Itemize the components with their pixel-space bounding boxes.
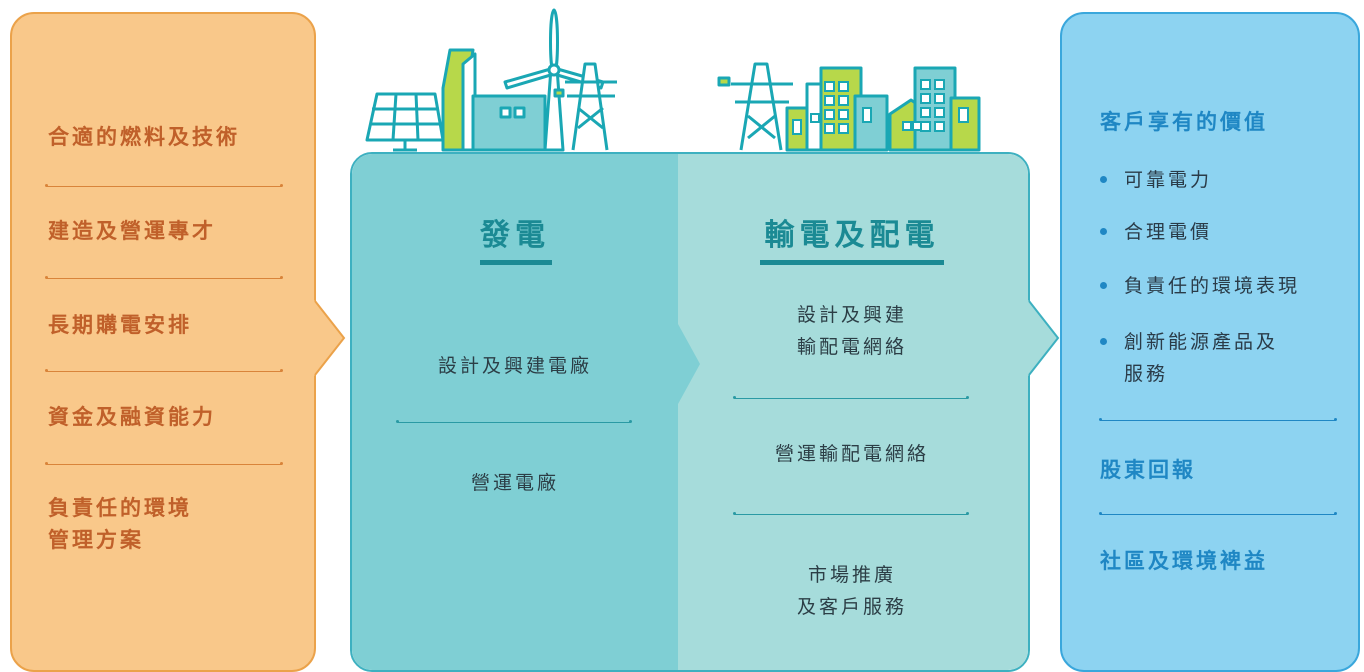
generation-section (352, 154, 678, 670)
bullet-dot (1100, 338, 1107, 345)
bullet-reasonable-price: 合理電價 (1100, 216, 1212, 248)
title-underline (480, 260, 552, 265)
design-build-plants: 設計及興建電廠 (437, 355, 592, 377)
divider (45, 369, 283, 372)
design-network-line1: 設計及興建 (796, 304, 907, 326)
energy-illustration (365, 8, 981, 152)
input-fuel-technology: 合適的燃料及技術 (48, 125, 240, 149)
bullet-dot (1100, 176, 1107, 183)
input-power-purchase: 長期購電安排 (48, 313, 192, 337)
bullet-text-line2: 服務 (1124, 363, 1169, 385)
shareholder-returns: 股東回報 (1100, 458, 1196, 482)
divider (45, 184, 283, 187)
bullet-dot (1100, 228, 1107, 235)
transmission-title: 輸電及配電 (764, 218, 940, 253)
divider (45, 462, 283, 465)
input-construction-expertise: 建造及營運專才 (48, 219, 216, 243)
divider (1099, 512, 1337, 515)
bullet-text: 合理電價 (1124, 221, 1213, 243)
customer-value-title: 客戶享有的價值 (1100, 110, 1268, 134)
bullet-text: 可靠電力 (1124, 169, 1213, 191)
input-financing: 資金及融資能力 (48, 405, 216, 429)
title-underline (760, 260, 944, 265)
bullet-environmental-performance: 負責任的環境表現 (1100, 270, 1300, 302)
inputs-panel: 合適的燃料及技術 建造及營運專才 長期購電安排 資金及融資能力 負責任的環境 管… (10, 12, 316, 672)
bullet-reliable-power: 可靠電力 (1100, 164, 1212, 196)
arrow-right-icon (314, 300, 346, 376)
input-environmental-management: 負責任的環境 管理方案 (48, 492, 192, 556)
marketing-customer-service: 市場推廣 及客戶服務 (722, 559, 982, 623)
divider (733, 512, 969, 515)
bullet-text: 負責任的環境表現 (1124, 275, 1301, 297)
design-build-network: 設計及興建 輸配電網絡 (722, 299, 982, 363)
input-env-line2: 管理方案 (48, 528, 144, 552)
value-chain-panel: 發電 設計及興建電廠 營運電廠 輸電及配電 設計及興建 輸配電網絡 營運輸配電網… (350, 152, 1030, 672)
design-network-line2: 輸配電網絡 (796, 336, 907, 358)
city-buildings-icon (785, 66, 981, 152)
pylon-icon (553, 62, 617, 151)
solar-panel-icon (365, 92, 445, 152)
bullet-text-line1: 創新能源產品及 (1124, 331, 1279, 353)
bullet-innovative-products: 創新能源產品及 服務 (1100, 326, 1278, 390)
marketing-line2: 及客戶服務 (796, 596, 907, 618)
bullet-dot (1100, 282, 1107, 289)
chevron-right-icon (678, 324, 700, 404)
operate-plants: 營運電廠 (470, 472, 559, 494)
pylon-icon (717, 62, 793, 151)
arrow-right-icon (1028, 300, 1060, 376)
operate-network: 營運輸配電網絡 (774, 443, 929, 465)
divider (1099, 418, 1337, 421)
outcomes-panel: 客戶享有的價值 可靠電力 合理電價 負責任的環境表現 創新能源產品及 服務 股東… (1060, 12, 1360, 672)
marketing-line1: 市場推廣 (807, 564, 896, 586)
input-env-line1: 負責任的環境 (48, 496, 192, 520)
divider (45, 276, 283, 279)
divider (733, 396, 969, 399)
power-plant-icon (441, 48, 547, 152)
divider (396, 420, 632, 423)
community-environment-benefits: 社區及環境裨益 (1100, 549, 1268, 573)
generation-title: 發電 (480, 218, 550, 253)
transmission-distribution-section (678, 154, 1028, 670)
